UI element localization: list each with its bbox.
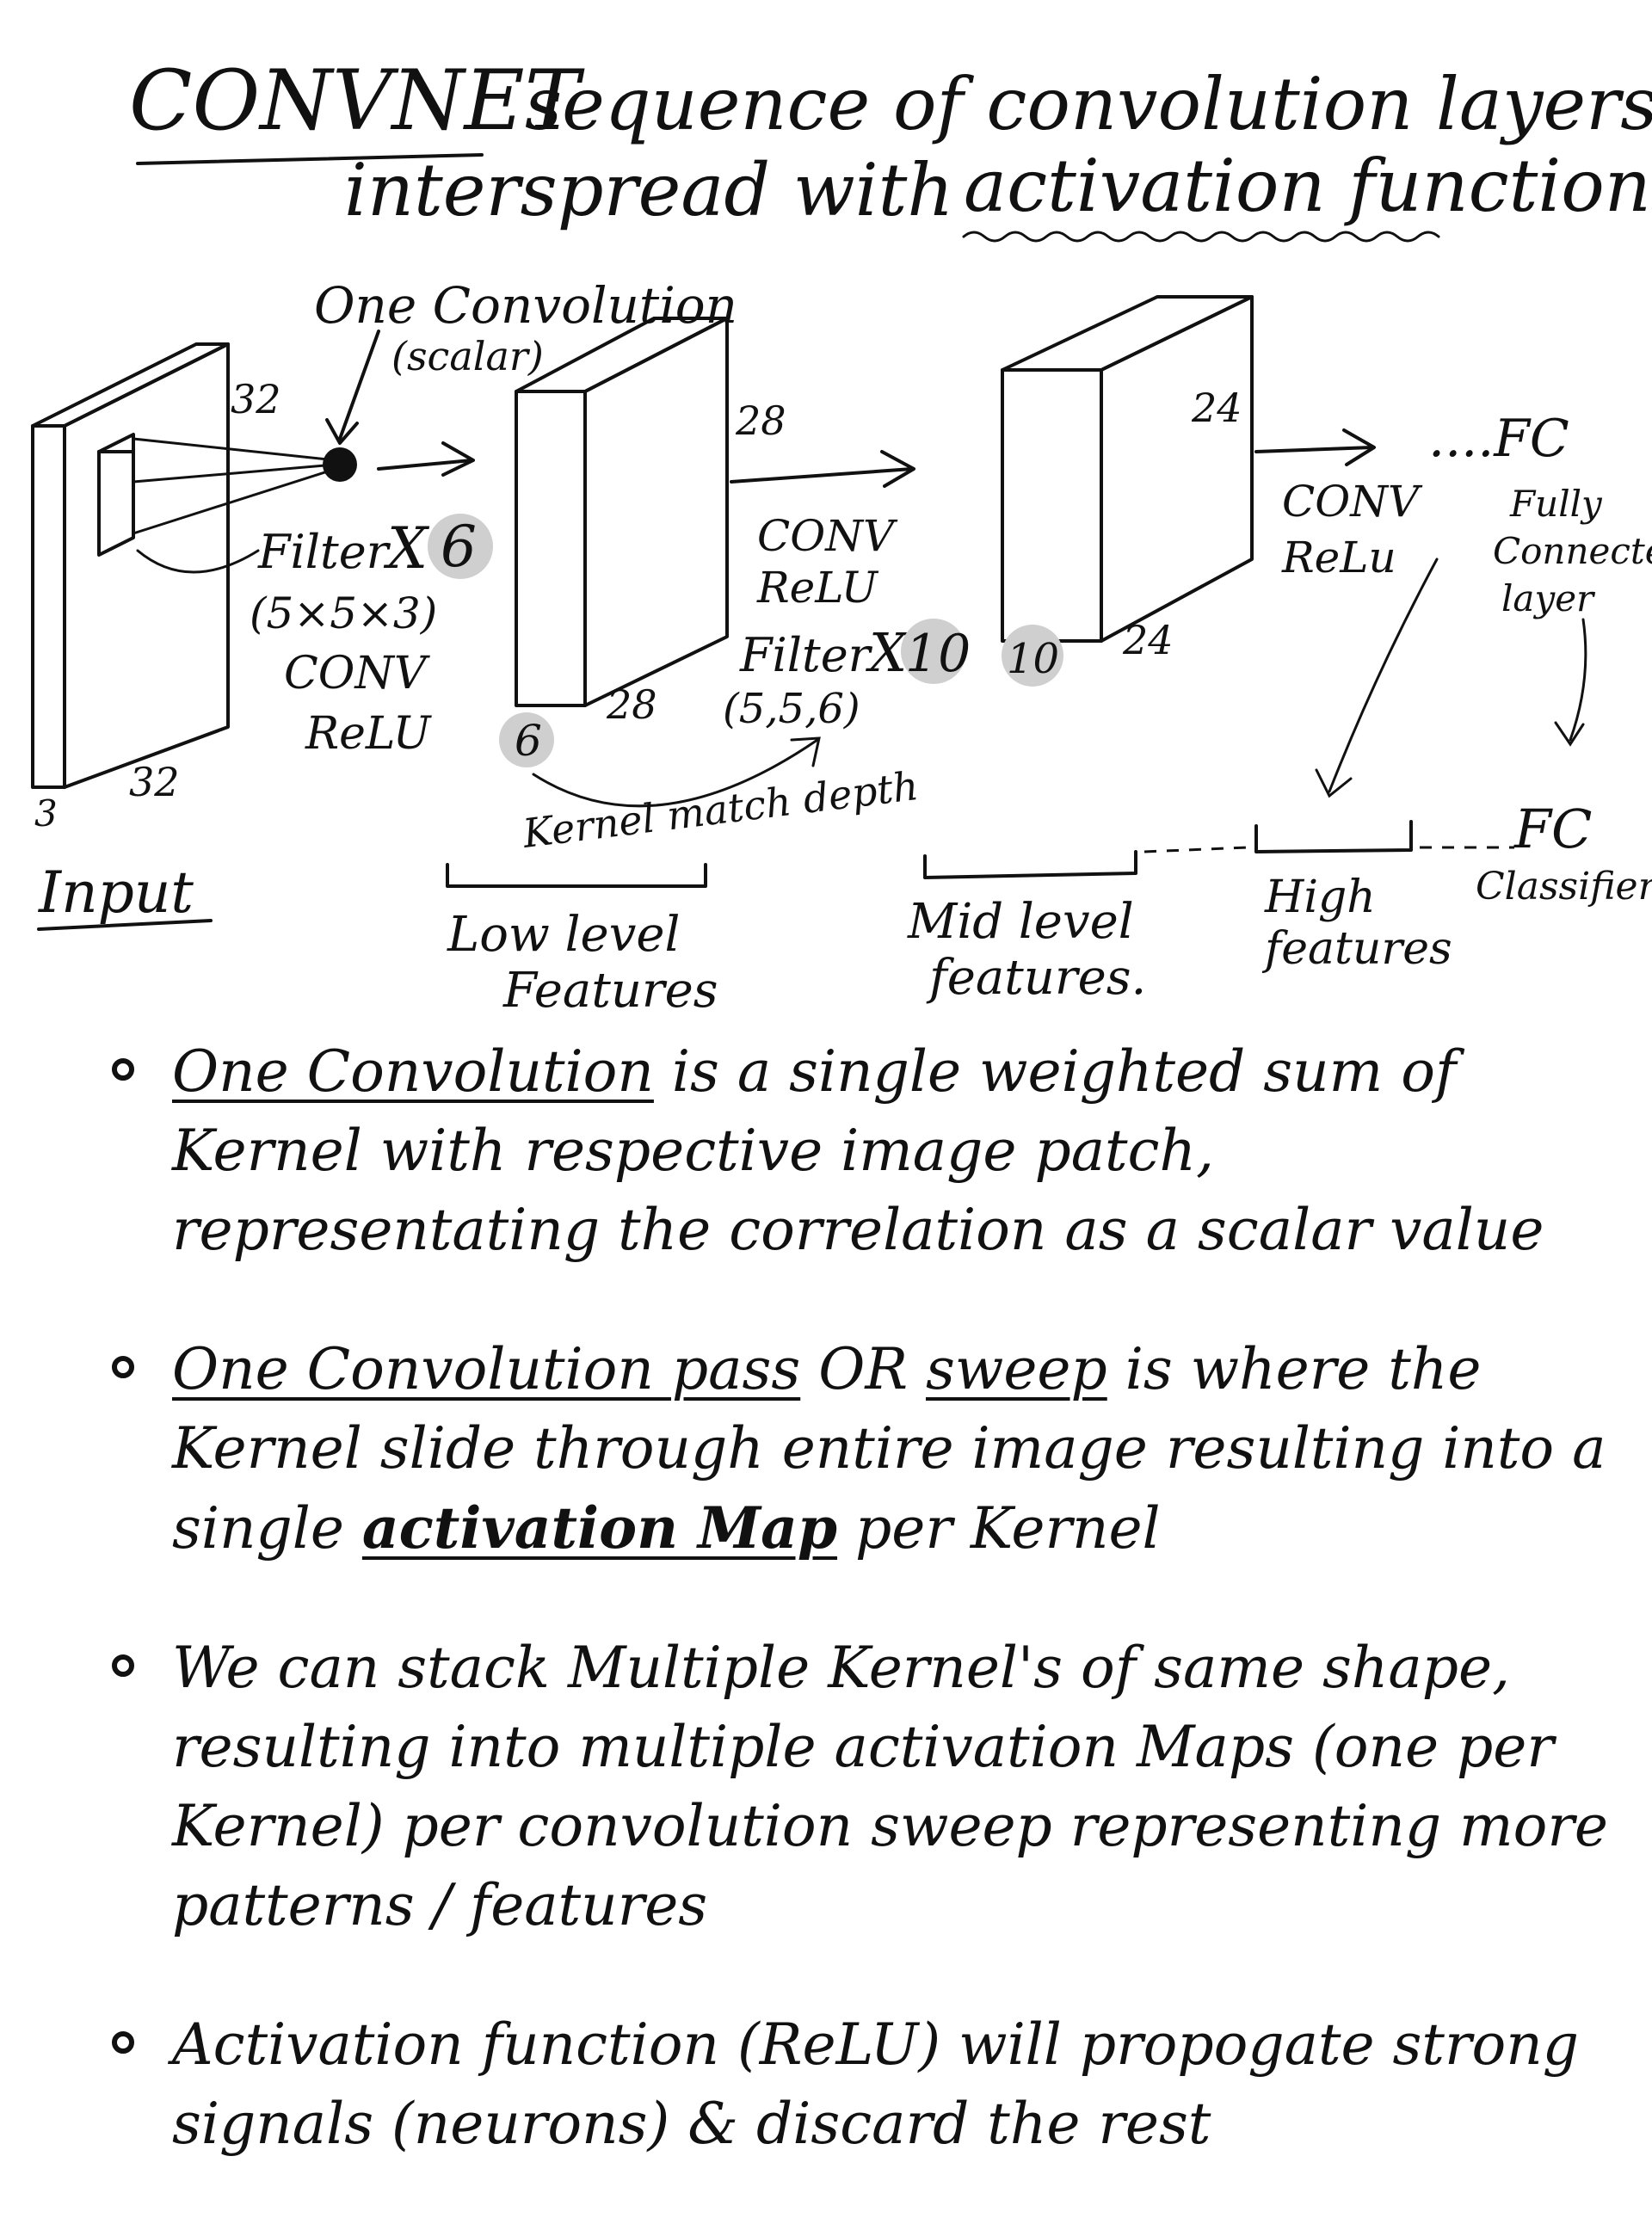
high-pointer-head (1315, 768, 1353, 798)
dash-mid-high (1143, 846, 1248, 853)
fc-bottom-label: FC (1513, 798, 1592, 860)
relu1-label: ReLU (305, 708, 433, 760)
one-conv-label: One Convolution (314, 276, 737, 335)
input-depth: 3 (34, 792, 58, 835)
vol2-depth: 10 (1007, 635, 1059, 683)
header-line2a: interspread with (344, 148, 954, 232)
header-line1: sequence of convolution layers (525, 62, 1652, 146)
relu3-label: ReLu (1281, 533, 1396, 582)
projection-line-3 (132, 467, 337, 535)
vol2-bottom: 24 (1122, 617, 1174, 663)
input-volume (31, 342, 230, 789)
vol2-side: 24 (1191, 385, 1242, 431)
bullet-icon (112, 1356, 134, 1378)
pointer-arrowhead (325, 418, 359, 445)
low-bracket (446, 863, 707, 888)
filter1-x: X (383, 515, 430, 582)
filter2-size: (5,5,6) (723, 685, 860, 733)
arrow-3 (1254, 446, 1374, 453)
title-underline (136, 153, 484, 165)
projection-line-1 (132, 437, 337, 462)
high-label-2: features (1261, 923, 1452, 975)
note4-text: Activation function (ReLU) will propogat… (172, 2011, 1579, 2157)
filter1-size: (5×5×3) (250, 588, 437, 638)
input-underline (37, 919, 213, 931)
note2-sweep: sweep (926, 1336, 1107, 1402)
pointer-arrow (338, 330, 380, 440)
projection-line-2 (132, 463, 337, 484)
wavy-underline (962, 231, 1440, 243)
fc-classifier-label: Classifier (1476, 865, 1652, 909)
title-convnet: CONVNET (129, 52, 585, 149)
header-line2b: activation functions (964, 144, 1652, 228)
fc-desc-3: layer (1501, 577, 1596, 619)
arrow-3-head (1342, 428, 1376, 466)
mid-label-2: features. (926, 950, 1146, 1006)
high-pointer (1328, 558, 1439, 793)
input-dim-top: 32 (231, 376, 281, 422)
low-label-2: Features (502, 963, 718, 1019)
note1-term: One Convolution (172, 1038, 654, 1105)
mid-bracket (923, 850, 1137, 879)
bullet-icon (112, 2031, 134, 2054)
bullet-notes: One Convolution is a single weighted sum… (112, 1032, 1609, 2224)
vol1-side: 28 (735, 397, 786, 444)
note2-tail: per Kernel (837, 1495, 1161, 1562)
fc-desc-2: Connected (1493, 530, 1652, 572)
filter1-count: 6 (441, 514, 477, 580)
vol2-depth-badge (1002, 625, 1063, 687)
feature-volume-2 (1001, 295, 1254, 643)
bullet-icon (112, 1654, 134, 1677)
note-one-convolution: One Convolution is a single weighted sum… (112, 1032, 1609, 1270)
vol1-bottom: 28 (606, 681, 657, 728)
note-convolution-pass: One Convolution pass OR sweep is where t… (112, 1330, 1609, 1568)
filter-curve (136, 549, 260, 574)
arrow-2-head (880, 450, 915, 488)
filter2-count: 10 (905, 624, 971, 684)
input-label: Input (38, 859, 194, 926)
fc-pointer-head (1554, 721, 1585, 747)
mid-label-1: Mid level (907, 894, 1134, 950)
conv2-label: CONV (757, 511, 898, 561)
conv3-label: CONV (1282, 477, 1423, 527)
scalar-dot (323, 447, 357, 482)
kernel-curve (532, 738, 819, 808)
high-bracket (1254, 820, 1413, 853)
note-activation-function: Activation function (ReLU) will propogat… (112, 2005, 1609, 2164)
vol1-depth-badge (499, 712, 554, 767)
high-label-1: High (1264, 872, 1376, 923)
note2-activation-map: activation Map (361, 1494, 838, 1562)
filter1-label: Filter (257, 525, 391, 579)
kernel-match-label: Kernel match depth (520, 762, 921, 857)
relu2-label: ReLU (756, 563, 879, 613)
conv1-label: CONV (284, 648, 430, 699)
arrow-1-head (441, 441, 475, 477)
filter1-count-badge (428, 514, 493, 579)
one-conv-scalar: (scalar) (391, 333, 544, 379)
feature-volume-1 (515, 317, 729, 707)
note2-or: OR (800, 1336, 926, 1402)
fc-desc-1: Fully (1509, 483, 1603, 525)
bullet-icon (112, 1058, 134, 1081)
note2-term: One Convolution pass (172, 1336, 801, 1402)
filter2-count-badge (901, 619, 966, 684)
input-dim-bottom: 32 (129, 759, 180, 805)
note-stack-kernels: We can stack Multiple Kernel's of same s… (112, 1629, 1609, 1945)
vol1-depth: 6 (515, 716, 542, 766)
arrow-2 (730, 467, 914, 484)
arrow-1 (377, 459, 473, 471)
kernel-curve-head (790, 736, 821, 767)
fc-pointer (1569, 618, 1587, 742)
note3-text: We can stack Multiple Kernel's of same s… (172, 1635, 1608, 1938)
fc-top-label: ....FC (1428, 409, 1569, 469)
note1-text: is a single weighted sum of Kernel with … (172, 1038, 1544, 1263)
filter2-label: Filter (739, 628, 873, 682)
low-label-1: Low level (447, 907, 680, 963)
note2-text: is where the Kernel slide through entire… (172, 1336, 1606, 1562)
